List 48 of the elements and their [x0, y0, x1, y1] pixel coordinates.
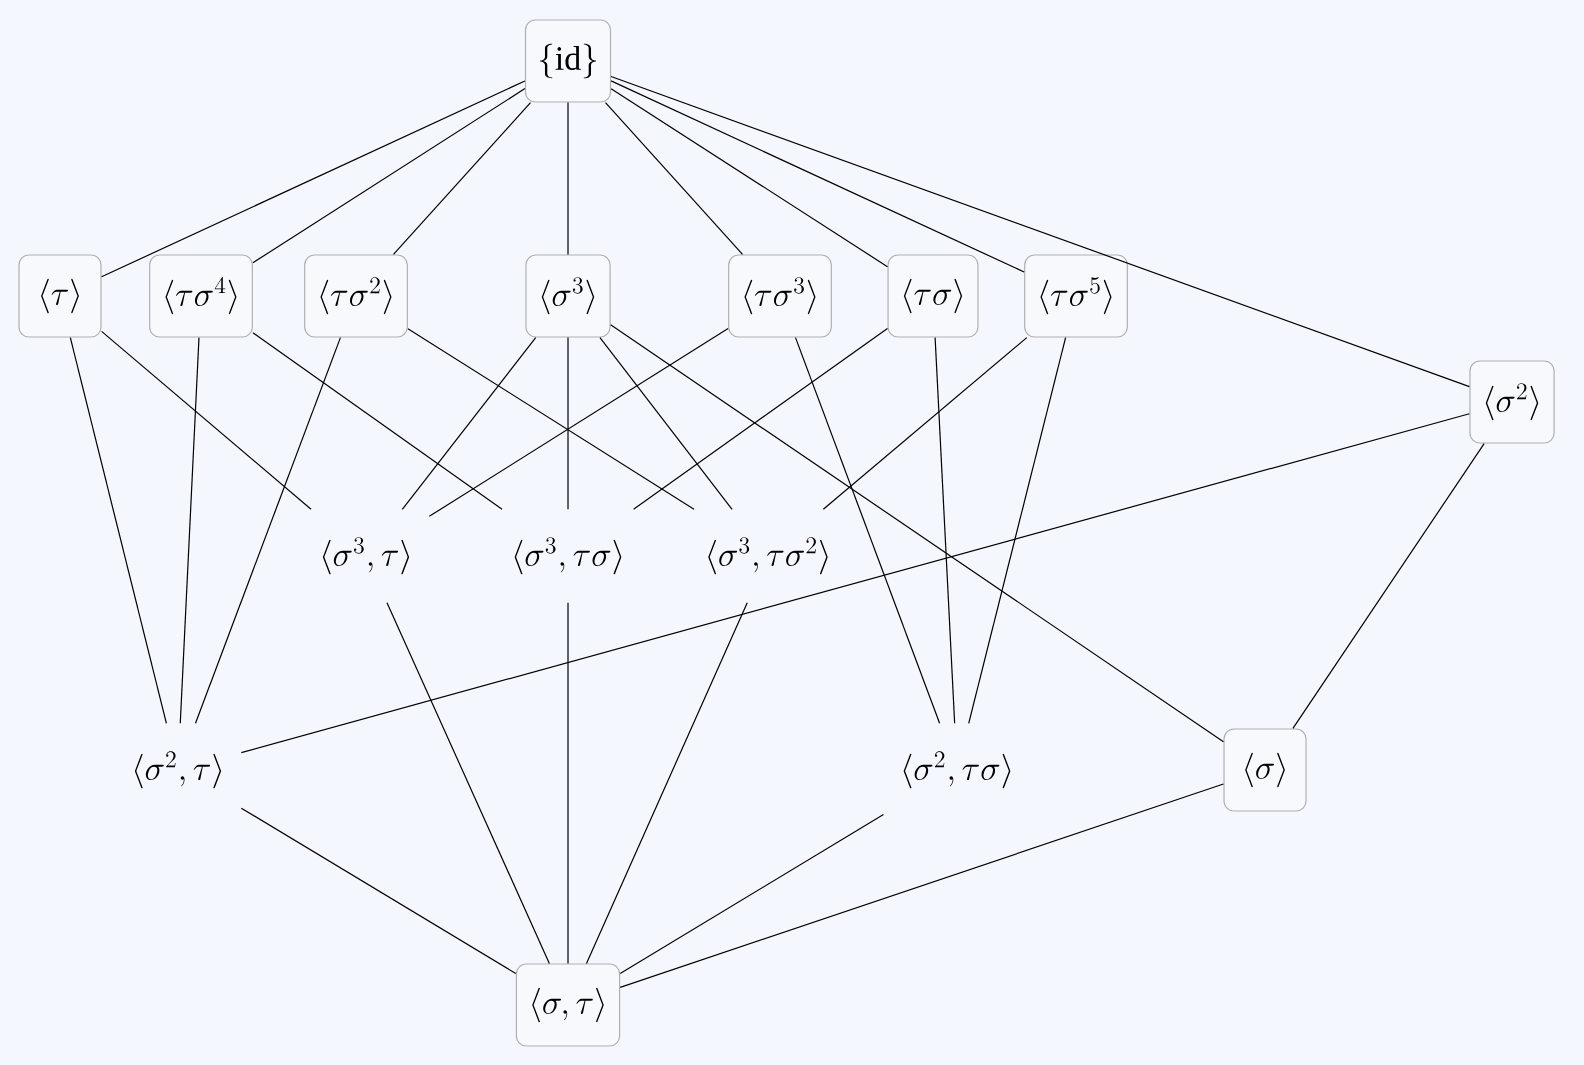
- subgroup-box: $\langle\sigma^3\rangle$: [525, 254, 611, 338]
- subgroup-label: $\langle\sigma^2,\tau\rangle$: [134, 751, 222, 789]
- edge-line: [407, 328, 695, 510]
- edge-line: [610, 75, 1470, 388]
- subgroup-box: $\langle\sigma,\tau\rangle$: [515, 963, 621, 1047]
- edge-line: [604, 102, 744, 255]
- edge-line: [386, 602, 550, 964]
- edge-line: [240, 807, 517, 975]
- edge-line: [794, 337, 941, 724]
- subgroup-box: $\langle\tau\sigma^3\rangle$: [728, 254, 832, 338]
- edge-line: [101, 80, 526, 278]
- edge-line: [179, 337, 200, 724]
- subgroup-label: $\langle\sigma^3,\tau\sigma\rangle$: [514, 537, 622, 575]
- edge-line: [968, 337, 1067, 724]
- edge-line: [69, 337, 167, 724]
- edge-line: [619, 813, 885, 975]
- edge-line: [101, 330, 312, 510]
- edge-line: [567, 602, 569, 964]
- edge-line: [428, 327, 729, 517]
- edge-line: [610, 324, 1224, 743]
- edge-line: [610, 88, 889, 268]
- subgroup-label: $\langle\sigma^3,\tau\sigma^2\rangle$: [708, 537, 828, 575]
- edge-line: [610, 80, 1025, 273]
- edge-line: [822, 337, 1028, 510]
- subgroup-box: $\langle\tau\rangle$: [18, 254, 102, 338]
- edge-line: [401, 337, 537, 510]
- edge-line: [599, 337, 733, 510]
- edge-line: [392, 102, 532, 255]
- edge-line: [934, 337, 956, 724]
- edge-line: [1292, 443, 1485, 729]
- subgroup-box: $\{\mathrm{id}\}$: [524, 19, 612, 103]
- edge-line: [567, 102, 569, 255]
- edge-line: [252, 88, 526, 264]
- edge-line: [585, 602, 748, 964]
- subgroup-label: $\langle\sigma^2,\tau\sigma\rangle$: [903, 751, 1011, 789]
- subgroup-box: $\langle\tau\sigma^5\rangle$: [1024, 254, 1128, 338]
- subgroup-box: $\langle\tau\sigma\rangle$: [887, 254, 979, 338]
- edge-line: [633, 327, 889, 510]
- subgroup-box: $\langle\sigma\rangle$: [1223, 728, 1307, 812]
- subgroup-box: $\langle\tau\sigma^4\rangle$: [149, 254, 253, 338]
- edge-line: [619, 783, 1224, 988]
- subgroup-box: $\langle\sigma^2\rangle$: [1469, 360, 1555, 444]
- subgroup-box: $\langle\tau\sigma^2\rangle$: [304, 254, 408, 338]
- edge-line: [240, 413, 1470, 754]
- subgroup-label: $\langle\sigma^3,\tau\rangle$: [322, 537, 410, 575]
- edge-line: [252, 332, 503, 510]
- edge-line: [194, 337, 342, 724]
- edge-line: [567, 337, 569, 510]
